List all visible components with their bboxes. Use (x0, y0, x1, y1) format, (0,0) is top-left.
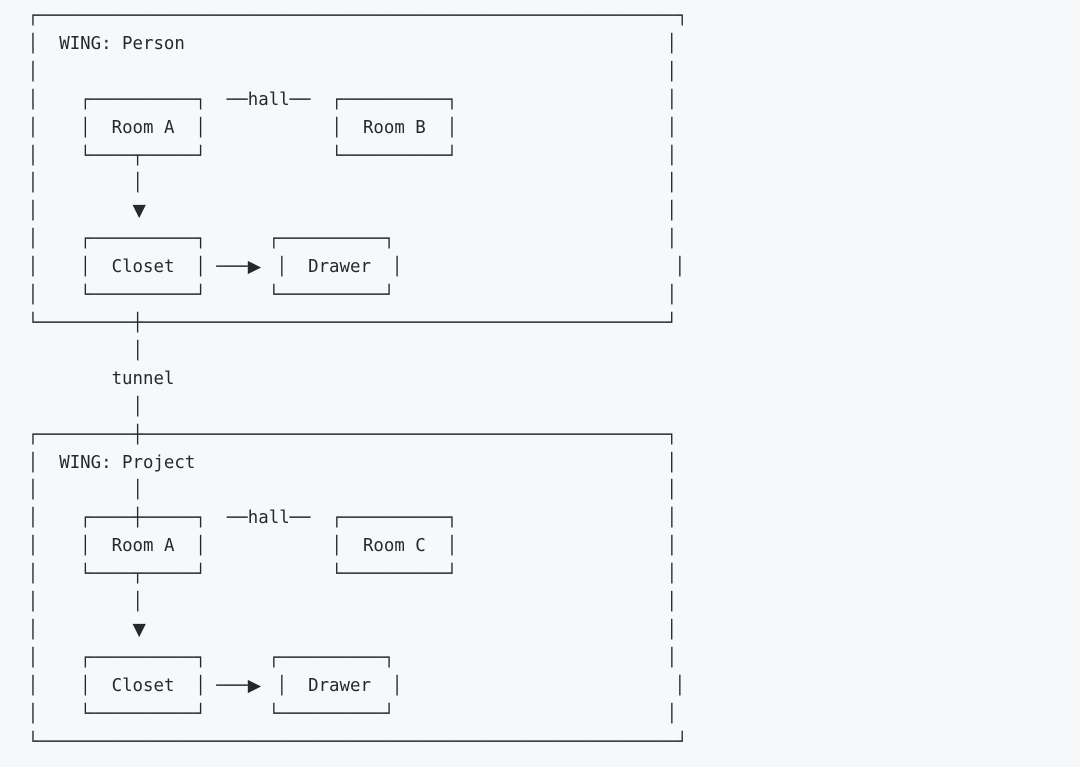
arrow-right-icon: ▶ (247, 675, 262, 696)
arrow-down-icon: ▼ (132, 619, 146, 640)
arrow-down-icon: ▼ (132, 201, 146, 222)
arrow-right-icon: ▶ (247, 257, 262, 278)
